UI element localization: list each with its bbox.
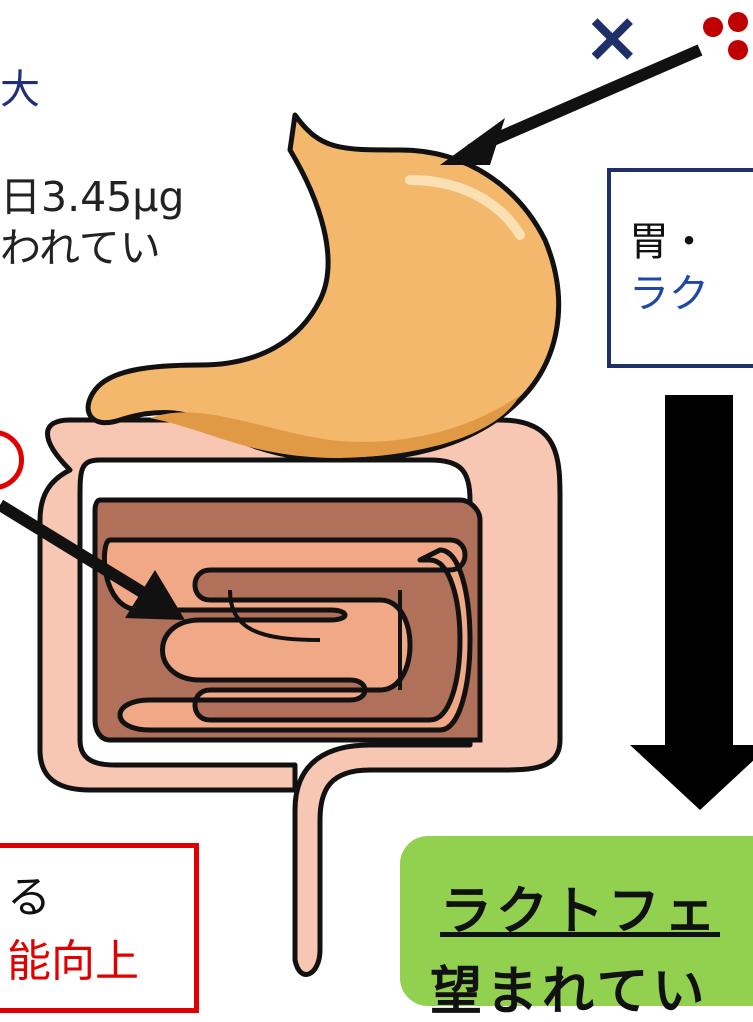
red-box-line-1: る <box>7 876 51 920</box>
dose-line-1: 日3.45μg <box>0 172 184 223</box>
green-box-line-2: 望まれてい <box>430 966 708 1018</box>
down-arrow-shaft <box>665 395 733 750</box>
dose-line-2: われてい <box>0 223 184 274</box>
blue-box-line-2: ラク <box>629 274 709 314</box>
red-dot <box>703 17 723 37</box>
dose-text: 日3.45μg われてい <box>0 172 184 275</box>
digestive-illustration <box>0 0 753 981</box>
red-dot <box>728 40 748 60</box>
cross-icon: × <box>583 2 642 72</box>
blue-callout-box: 胃・ ラク <box>607 168 753 368</box>
label-dai: 大 <box>0 70 40 110</box>
stomach <box>88 115 559 460</box>
green-box-line-1: ラクトフェ <box>440 886 720 938</box>
red-callout-box: る 能向上 <box>0 843 199 1013</box>
red-box-line-2: 能向上 <box>7 940 139 984</box>
red-dot <box>728 12 748 32</box>
down-arrow-head <box>630 745 753 810</box>
blue-box-line-1: 胃・ <box>629 222 709 262</box>
